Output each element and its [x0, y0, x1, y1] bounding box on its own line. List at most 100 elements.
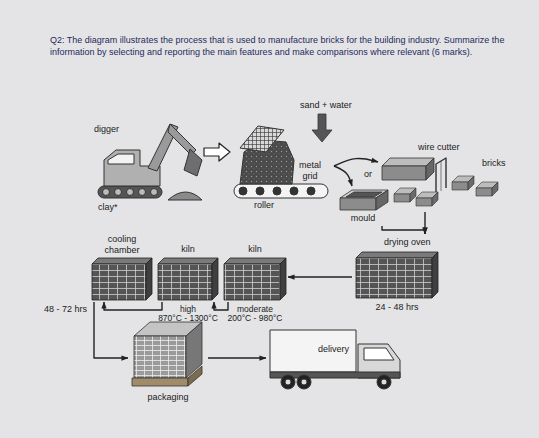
- conveyor-figure-part: [256, 187, 264, 195]
- flow-arrow: [214, 302, 228, 310]
- truck-figure-part: [285, 379, 291, 385]
- flow-arrow: [288, 276, 352, 277]
- stage-label: 200°C - 980°C: [228, 313, 283, 323]
- stage-label: kiln: [181, 244, 195, 255]
- process-stage: metal grid roller: [230, 112, 334, 216]
- flow-arrow: [382, 226, 425, 234]
- truck-figure-part: [364, 348, 394, 360]
- digger-figure-part: [103, 189, 110, 196]
- stage-label: 870°C - 1300°C: [158, 313, 218, 323]
- chamber-boxes-part: [146, 258, 152, 300]
- stage-label: clay*: [98, 202, 118, 213]
- chamber-boxes-part: [224, 264, 280, 300]
- stage-label: digger: [94, 124, 119, 135]
- process-stage: mould: [338, 186, 388, 226]
- chamber-boxes-part: [280, 258, 286, 300]
- annotation: sand + water: [300, 100, 352, 111]
- truck-figure: [270, 330, 400, 389]
- digger-figure-part: [168, 192, 202, 200]
- stage-label: delivery: [318, 344, 349, 355]
- chamber-boxes-part: [212, 258, 218, 300]
- flow-arrow: [334, 166, 352, 186]
- wire-cutter-figure-part: [382, 166, 426, 180]
- sand-water-arrow: [312, 114, 332, 142]
- chamber-boxes-part: [158, 258, 218, 264]
- conveyor-figure-part: [240, 126, 284, 152]
- pallet-figure-part: [188, 366, 202, 386]
- chamber-boxes-part: [432, 252, 438, 298]
- pallet-figure-part: [132, 378, 188, 386]
- flow-arrow: [334, 159, 378, 166]
- chamber-boxes-part: [92, 264, 146, 300]
- digger-figure-part: [184, 149, 202, 176]
- truck-figure-part: [297, 375, 311, 389]
- truck-figure-part: [301, 379, 307, 385]
- wire-cutter-figure-part: [394, 188, 416, 202]
- stage-label: moderate: [237, 304, 273, 314]
- stage-label: wire cutter: [418, 142, 460, 153]
- flow-arrow: [104, 302, 162, 310]
- stage-label: high: [180, 304, 196, 314]
- conveyor-figure-part: [234, 184, 328, 198]
- chamber-boxes-part: [356, 252, 438, 258]
- flow-arrow: [204, 143, 230, 161]
- pallet-figure-part: [134, 336, 186, 378]
- stage-label: kiln: [248, 244, 262, 255]
- truck-figure-part: [377, 375, 391, 389]
- mould-figure-part: [340, 198, 376, 210]
- wire-cutter-figure-part: [452, 176, 474, 190]
- wire-cutter-figure-part: [436, 158, 446, 194]
- stage-label: cooling chamber: [98, 234, 146, 256]
- conveyor-figure-part: [239, 187, 247, 195]
- chamber-boxes-part: [92, 258, 152, 264]
- stage-label: drying oven: [384, 237, 431, 248]
- stage-label: bricks: [482, 158, 506, 169]
- wire-cutter-figure-part: [441, 161, 442, 191]
- process-stage: digger clay*: [84, 118, 204, 216]
- process-stage: kilnmoderate200°C - 980°C: [222, 234, 288, 302]
- truck-figure-part: [270, 330, 356, 372]
- annotation: or: [364, 169, 372, 180]
- chamber-boxes-part: [224, 258, 286, 264]
- conveyor-figure-part: [307, 187, 315, 195]
- flow-arrow: [94, 302, 128, 358]
- digger-figure: [98, 124, 202, 200]
- stage-label: 48 - 72 hrs: [44, 304, 87, 315]
- chamber-boxes: [92, 252, 438, 300]
- wire-cutter-figure-part: [416, 192, 438, 206]
- pallet-figure: [132, 322, 202, 386]
- stage-label: metal grid: [296, 160, 324, 182]
- process-stage: wire cutter bricks: [378, 136, 512, 212]
- chamber-boxes-part: [158, 264, 212, 300]
- process-stage: cooling chamber48 - 72 hrs: [90, 234, 154, 302]
- digger-figure-part: [139, 189, 146, 196]
- flow-arrow: [424, 212, 425, 234]
- wire-cutter-figure-part: [382, 158, 434, 166]
- flow-arrow: [208, 357, 266, 358]
- conveyor-figure-part: [290, 187, 298, 195]
- stage-label: packaging: [147, 392, 188, 403]
- digger-figure-part: [127, 189, 134, 196]
- process-stage: packaging: [128, 316, 208, 404]
- sand-water-arrow-part: [312, 114, 332, 142]
- mould-figure-part: [346, 192, 382, 197]
- chamber-boxes-part: [356, 258, 432, 298]
- wire-cutter-figure-part: [476, 182, 498, 196]
- process-stage: kilnhigh870°C - 1300°C: [156, 234, 220, 302]
- digger-figure-part: [98, 186, 162, 198]
- digger-figure-part: [115, 189, 122, 196]
- process-stage: drying oven 24 - 48 hrs: [352, 234, 442, 314]
- question-title: Q2: The diagram illustrates the process …: [50, 34, 505, 58]
- stage-label: roller: [254, 200, 274, 211]
- conveyor-figure: [234, 126, 328, 198]
- wire-cutter-figure-part: [426, 158, 434, 180]
- stage-label: 24 - 48 hrs: [375, 302, 418, 313]
- wire-cutter-figure: [382, 158, 498, 206]
- digger-figure-part: [108, 154, 134, 164]
- process-stage: delivery: [266, 326, 404, 392]
- truck-figure-part: [381, 379, 387, 385]
- truck-figure-part: [281, 375, 295, 389]
- digger-figure-part: [151, 189, 158, 196]
